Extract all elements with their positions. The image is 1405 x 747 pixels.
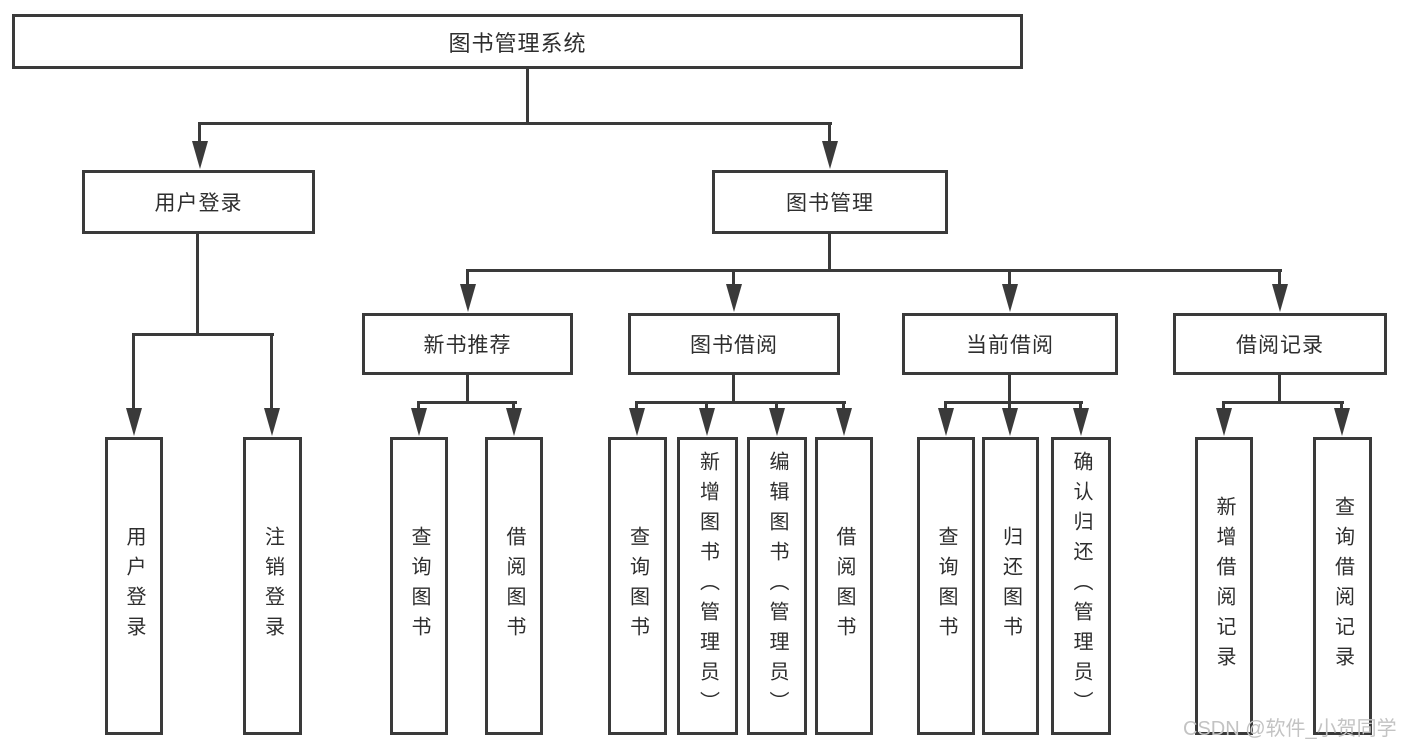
arrow-down-icon (1002, 284, 1018, 312)
arrow-down-icon (411, 408, 427, 436)
connector-line (512, 401, 515, 409)
node-label: 图书借阅 (690, 334, 778, 357)
connector-line (1008, 401, 1011, 409)
arrow-down-icon (836, 408, 852, 436)
arrow-down-icon (1073, 408, 1089, 436)
leaf-label: 确认归还（管理员） (1070, 451, 1092, 721)
leaf-label: 新增借阅记录 (1213, 496, 1235, 676)
connector-line (705, 401, 708, 409)
leaf-label: 查询借阅记录 (1331, 496, 1354, 676)
connector-line (732, 271, 735, 285)
connector-line (198, 124, 201, 142)
leaf-label: 归还图书 (999, 526, 1022, 646)
connector-line (196, 232, 199, 334)
connector-line (1222, 401, 1225, 409)
node-new-book-recommendation: 新书推荐 (362, 313, 573, 375)
node-current-borrowing: 当前借阅 (902, 313, 1118, 375)
connector-line (466, 269, 1282, 272)
leaf-query-borrow-record: 查询借阅记录 (1313, 437, 1372, 735)
connector-line (1222, 401, 1344, 404)
connector-line (944, 401, 1083, 404)
leaf-label: 用户登录 (123, 526, 145, 646)
leaf-borrow-books-borrowing: 借阅图书 (815, 437, 873, 735)
node-label: 图书管理 (786, 192, 874, 215)
leaf-label: 查询图书 (935, 526, 957, 646)
connector-line (526, 67, 529, 123)
leaf-label: 查询图书 (626, 526, 649, 646)
node-label: 图书管理系统 (448, 30, 587, 56)
connector-line (635, 401, 846, 404)
arrow-down-icon (1272, 284, 1288, 312)
connector-line (466, 374, 469, 402)
connector-line (270, 335, 273, 409)
node-user-login: 用户登录 (82, 170, 315, 234)
leaf-logout: 注销登录 (243, 437, 302, 735)
connector-line (198, 122, 832, 125)
leaf-add-book-admin: 新增图书（管理员） (677, 437, 738, 735)
arrow-down-icon (1216, 408, 1232, 436)
connector-line (417, 401, 420, 409)
connector-line (1079, 401, 1082, 409)
connector-line (1340, 401, 1343, 409)
connector-line (1008, 271, 1011, 285)
arrow-down-icon (460, 284, 476, 312)
leaf-confirm-return-admin: 确认归还（管理员） (1051, 437, 1111, 735)
leaf-borrow-books-recommend: 借阅图书 (485, 437, 543, 735)
leaf-edit-book-admin: 编辑图书（管理员） (747, 437, 807, 735)
leaf-label: 编辑图书（管理员） (766, 451, 788, 721)
connector-line (132, 333, 274, 336)
connector-line (417, 401, 517, 404)
arrow-down-icon (506, 408, 522, 436)
connector-line (828, 232, 831, 272)
arrow-down-icon (822, 141, 838, 169)
arrow-down-icon (769, 408, 785, 436)
node-borrowing-records: 借阅记录 (1173, 313, 1387, 375)
leaf-query-books-recommend: 查询图书 (390, 437, 448, 735)
arrow-down-icon (192, 141, 208, 169)
arrow-down-icon (1002, 408, 1018, 436)
arrow-down-icon (726, 284, 742, 312)
node-library-management-system: 图书管理系统 (12, 14, 1023, 69)
connector-line (775, 401, 778, 409)
watermark: CSDN @软件_小贺同学 (1183, 718, 1397, 740)
connector-line (842, 401, 845, 409)
connector-line (1278, 374, 1281, 402)
node-label: 借阅记录 (1236, 334, 1324, 357)
leaf-user-login: 用户登录 (105, 437, 163, 735)
leaf-return-book: 归还图书 (982, 437, 1039, 735)
leaf-label: 注销登录 (261, 526, 284, 646)
connector-line (466, 271, 469, 285)
leaf-label: 借阅图书 (503, 526, 525, 646)
node-book-management: 图书管理 (712, 170, 948, 234)
leaf-label: 借阅图书 (833, 526, 855, 646)
connector-line (732, 374, 735, 402)
connector-line (944, 401, 947, 409)
arrow-down-icon (1334, 408, 1350, 436)
node-label: 当前借阅 (966, 334, 1054, 357)
arrow-down-icon (264, 408, 280, 436)
connector-line (828, 124, 831, 142)
arrow-down-icon (629, 408, 645, 436)
leaf-query-books-borrowing: 查询图书 (608, 437, 667, 735)
connector-line (1008, 374, 1011, 402)
leaf-label: 新增图书（管理员） (696, 451, 719, 721)
node-label: 用户登录 (154, 192, 243, 215)
leaf-query-books-current: 查询图书 (917, 437, 975, 735)
connector-line (132, 335, 135, 409)
arrow-down-icon (699, 408, 715, 436)
leaf-label: 查询图书 (408, 526, 430, 646)
node-label: 新书推荐 (423, 334, 512, 357)
node-book-borrowing: 图书借阅 (628, 313, 840, 375)
arrow-down-icon (126, 408, 142, 436)
arrow-down-icon (938, 408, 954, 436)
connector-line (1278, 271, 1281, 285)
leaf-add-borrow-record: 新增借阅记录 (1195, 437, 1253, 735)
connector-line (635, 401, 638, 409)
